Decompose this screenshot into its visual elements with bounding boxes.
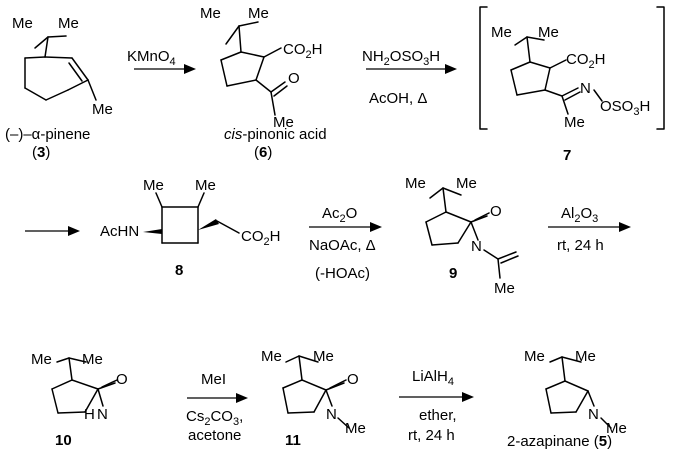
reaction-arrow-1	[134, 64, 196, 74]
compound-8-acetamido: AcHN	[100, 223, 139, 240]
compound-11-structure	[282, 355, 350, 429]
compound-10-nitrogen: N	[97, 406, 108, 423]
compound-7-oxime-nitrogen: N	[580, 80, 591, 97]
compound-5-methyl-label: Me	[575, 348, 596, 365]
compound-7-methyl-label: Me	[538, 24, 559, 41]
arrow-5-solvent: acetone	[188, 427, 241, 444]
compound-11-methyl-label: Me	[261, 348, 282, 365]
compound-7-bracket	[479, 6, 665, 130]
compound-7-number: 7	[563, 147, 571, 164]
reaction-arrow-continuation	[25, 226, 80, 236]
compound-6-label: (6)	[254, 144, 272, 161]
compound-5-methyl-label: Me	[606, 420, 627, 437]
arrow-3-reagent-top: Ac2O	[322, 205, 357, 225]
compound-5-structure	[545, 356, 612, 429]
compound-11-methyl-label: Me	[345, 420, 366, 437]
compound-6-methyl-label: Me	[200, 5, 221, 22]
arrow-5-reagent-top: MeI	[201, 371, 226, 388]
arrow-2-reagent-bottom: AcOH, Δ	[369, 90, 427, 107]
compound-10-amide-hydrogen: H	[84, 406, 95, 423]
compound-7-structure	[510, 36, 603, 115]
compound-6-ketone-oxygen: O	[288, 70, 300, 87]
compound-8-number: 8	[175, 262, 183, 279]
compound-11-nitrogen: N	[326, 406, 337, 423]
compound-5-number: 5	[599, 433, 607, 450]
compound-3-number: 3	[37, 144, 45, 161]
arrow-6-solvent: ether,	[419, 407, 457, 424]
compound-10-carbonyl-oxygen: O	[116, 371, 128, 388]
arrow-3-reagent-middle: NaOAc, Δ	[309, 237, 376, 254]
compound-8-methyl-label: Me	[195, 177, 216, 194]
compound-9-methyl-label: Me	[456, 175, 477, 192]
arrow-2-reagent-top: NH2OSO3H	[362, 48, 440, 68]
compound-3-label: (3)	[32, 144, 50, 161]
compound-11-methyl-label: Me	[313, 348, 334, 365]
compound-6-structure	[220, 21, 288, 116]
compound-6-number: 6	[259, 144, 267, 161]
compound-8-carboxylic-acid: CO2H	[241, 228, 280, 248]
compound-3-methyl-label: Me	[92, 101, 113, 118]
compound-3-methyl-label: Me	[58, 15, 79, 32]
compound-6-methyl-label: Me	[248, 5, 269, 22]
compound-7-sulfonate: OSO3H	[600, 98, 650, 118]
compound-9-structure	[425, 187, 519, 279]
reaction-arrow-3	[309, 222, 382, 232]
compound-5-name: 2-azapinane (5)	[507, 433, 612, 450]
compound-8-methyl-label: Me	[143, 177, 164, 194]
compound-9-number: 9	[449, 265, 457, 282]
compound-10-structure	[51, 357, 118, 414]
arrow-3-reagent-bottom: (-HOAc)	[315, 265, 370, 282]
arrow-6-reagent-top: LiAlH4	[412, 368, 454, 388]
reaction-arrow-2	[366, 64, 457, 74]
compound-7-methyl-label: Me	[491, 24, 512, 41]
compound-3-methyl-label: Me	[12, 15, 33, 32]
compound-5-methyl-label: Me	[524, 348, 545, 365]
reaction-arrow-5	[187, 393, 248, 403]
compound-8-structure	[143, 192, 240, 244]
compound-11-carbonyl-oxygen: O	[347, 371, 359, 388]
arrow-4-reagent-top: Al2O3	[561, 205, 598, 225]
reaction-arrow-6	[399, 392, 474, 402]
arrow-4-reagent-bottom: rt, 24 h	[557, 237, 604, 254]
compound-9-methyl-label: Me	[494, 280, 515, 297]
reaction-arrow-4	[548, 222, 631, 232]
compound-9-methyl-label: Me	[405, 175, 426, 192]
compound-3-structure	[24, 35, 97, 101]
compound-7-carboxylic-acid: CO2H	[566, 51, 605, 71]
arrow-5-reagent-bottom: Cs2CO3,	[186, 408, 243, 428]
compound-10-methyl-label: Me	[82, 351, 103, 368]
compound-9-carbonyl-oxygen: O	[490, 203, 502, 220]
compound-9-nitrogen: N	[471, 238, 482, 255]
compound-6-name: cis-pinonic acid	[224, 126, 327, 143]
compound-10-methyl-label: Me	[31, 351, 52, 368]
arrow-1-reagent: KMnO4	[127, 48, 176, 68]
compound-3-name: (–)–α-pinene	[5, 126, 90, 143]
compound-7-methyl-label: Me	[564, 114, 585, 131]
arrow-6-conditions: rt, 24 h	[408, 427, 455, 444]
compound-5-nitrogen: N	[588, 406, 599, 423]
compound-10-number: 10	[55, 432, 72, 449]
compound-11-number: 11	[285, 432, 301, 449]
compound-6-methyl-label: Me	[273, 114, 294, 131]
compound-6-carboxylic-acid: CO2H	[283, 41, 322, 61]
